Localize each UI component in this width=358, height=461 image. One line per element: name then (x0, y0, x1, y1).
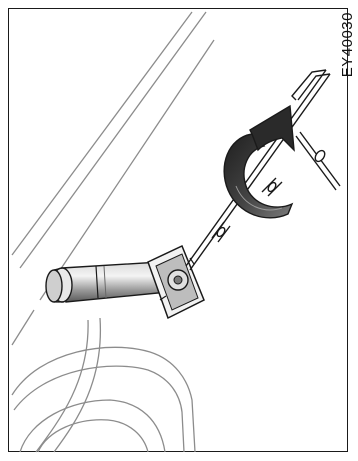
rotation-arrow-icon (224, 106, 294, 218)
jack-mount-plate (148, 246, 204, 318)
crank-rod (186, 70, 340, 270)
wheel-arch (12, 347, 195, 452)
figure-code: EY40030 (339, 12, 356, 77)
car-body-lines (12, 12, 214, 452)
